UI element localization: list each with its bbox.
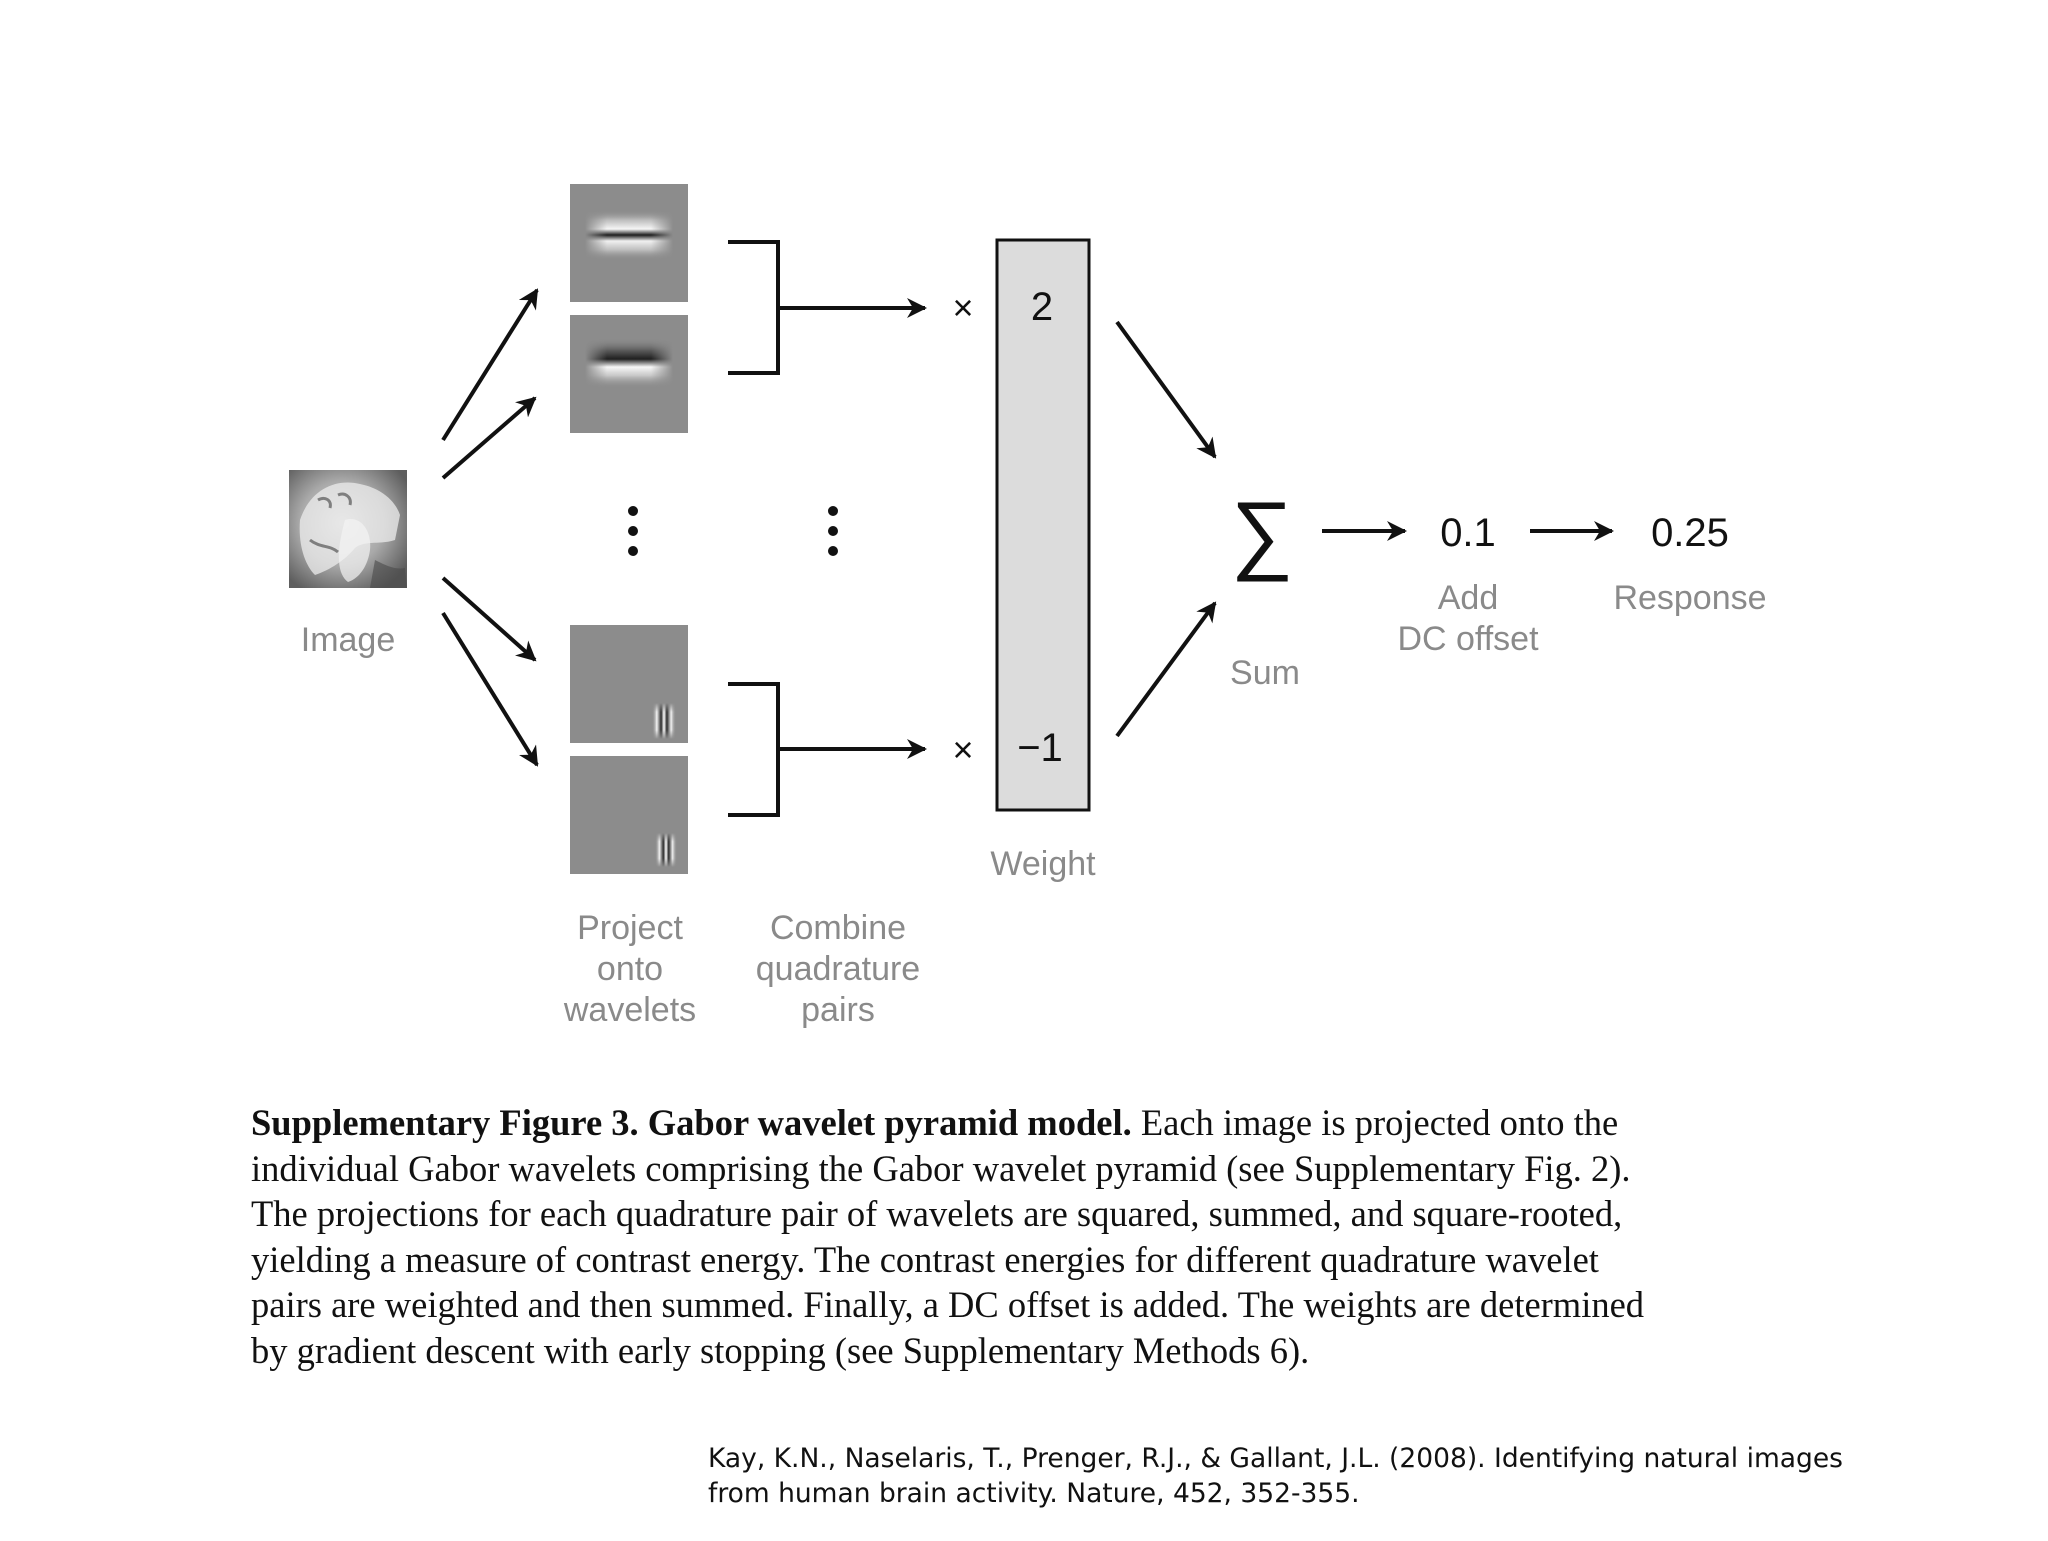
sum-label: Sum <box>1230 654 1300 692</box>
sum-symbol: ∑ <box>1231 483 1294 582</box>
response-value: 0.25 <box>1651 511 1729 555</box>
image-label: Image <box>301 621 396 659</box>
arrow-weight-to-sum-top <box>1115 320 1217 459</box>
caption-line-5: pairs are weighted and then summed. Fina… <box>251 1284 1645 1325</box>
dc-offset-label-line2: DC offset <box>1397 620 1539 658</box>
project-label-line1: Project <box>577 909 683 947</box>
caption-lead: Supplementary Figure 3. Gabor wavelet py… <box>251 1102 1132 1143</box>
arrow-image-to-wavelet-4 <box>441 611 539 767</box>
pairs-ellipsis <box>828 506 838 556</box>
gabor-wavelet-1 <box>570 184 688 302</box>
input-image-thumbnail <box>289 470 407 588</box>
project-label-line2: onto <box>597 950 663 988</box>
citation-line-1: Kay, K.N., Naselaris, T., Prenger, R.J.,… <box>708 1443 1843 1474</box>
citation: Kay, K.N., Naselaris, T., Prenger, R.J.,… <box>708 1441 2038 1511</box>
caption-line-2: individual Gabor wavelets comprising the… <box>251 1147 1631 1189</box>
weight-value-bottom: −1 <box>1017 726 1063 770</box>
project-label-line3: wavelets <box>563 991 696 1029</box>
caption-line-4: yielding a measure of contrast energy. T… <box>251 1238 1599 1280</box>
arrow-image-to-wavelet-1 <box>441 288 539 442</box>
weight-label: Weight <box>990 845 1096 883</box>
caption-line-1-text: Each image is projected onto the <box>1131 1102 1619 1143</box>
figure-caption: Supplementary Figure 3. Gabor wavelet py… <box>251 1100 1811 1373</box>
combine-label-line1: Combine <box>770 909 906 947</box>
citation-line-2: from human brain activity. Nature, 452, … <box>708 1478 1360 1509</box>
quadrature-bracket-bottom <box>728 682 780 817</box>
caption-line-3: The projections for each quadrature pair… <box>251 1193 1623 1234</box>
weight-value-top: 2 <box>1031 285 1053 329</box>
response-label: Response <box>1613 579 1766 617</box>
arrow-image-to-wavelet-2 <box>441 396 537 480</box>
gabor-wavelet-2 <box>570 315 688 433</box>
multiply-sign-bottom: × <box>952 729 973 770</box>
combine-label-line2: quadrature <box>756 950 920 988</box>
arrow-weight-to-sum-bottom <box>1115 601 1217 738</box>
caption-line-1: Supplementary Figure 3. Gabor wavelet py… <box>251 1100 1811 1146</box>
dc-offset-value: 0.1 <box>1440 511 1496 555</box>
wavelet-ellipsis <box>628 506 638 556</box>
quadrature-bracket-top <box>728 240 780 375</box>
caption-line-6: by gradient descent with early stopping … <box>251 1329 1310 1371</box>
arrow-image-to-wavelet-3 <box>441 576 537 662</box>
weight-column <box>995 238 1091 812</box>
dc-offset-label-line1: Add <box>1438 579 1499 617</box>
gabor-wavelet-4 <box>570 756 688 874</box>
multiply-sign-top: × <box>952 287 973 328</box>
combine-label-line3: pairs <box>801 991 875 1029</box>
gabor-wavelet-3 <box>570 625 688 743</box>
